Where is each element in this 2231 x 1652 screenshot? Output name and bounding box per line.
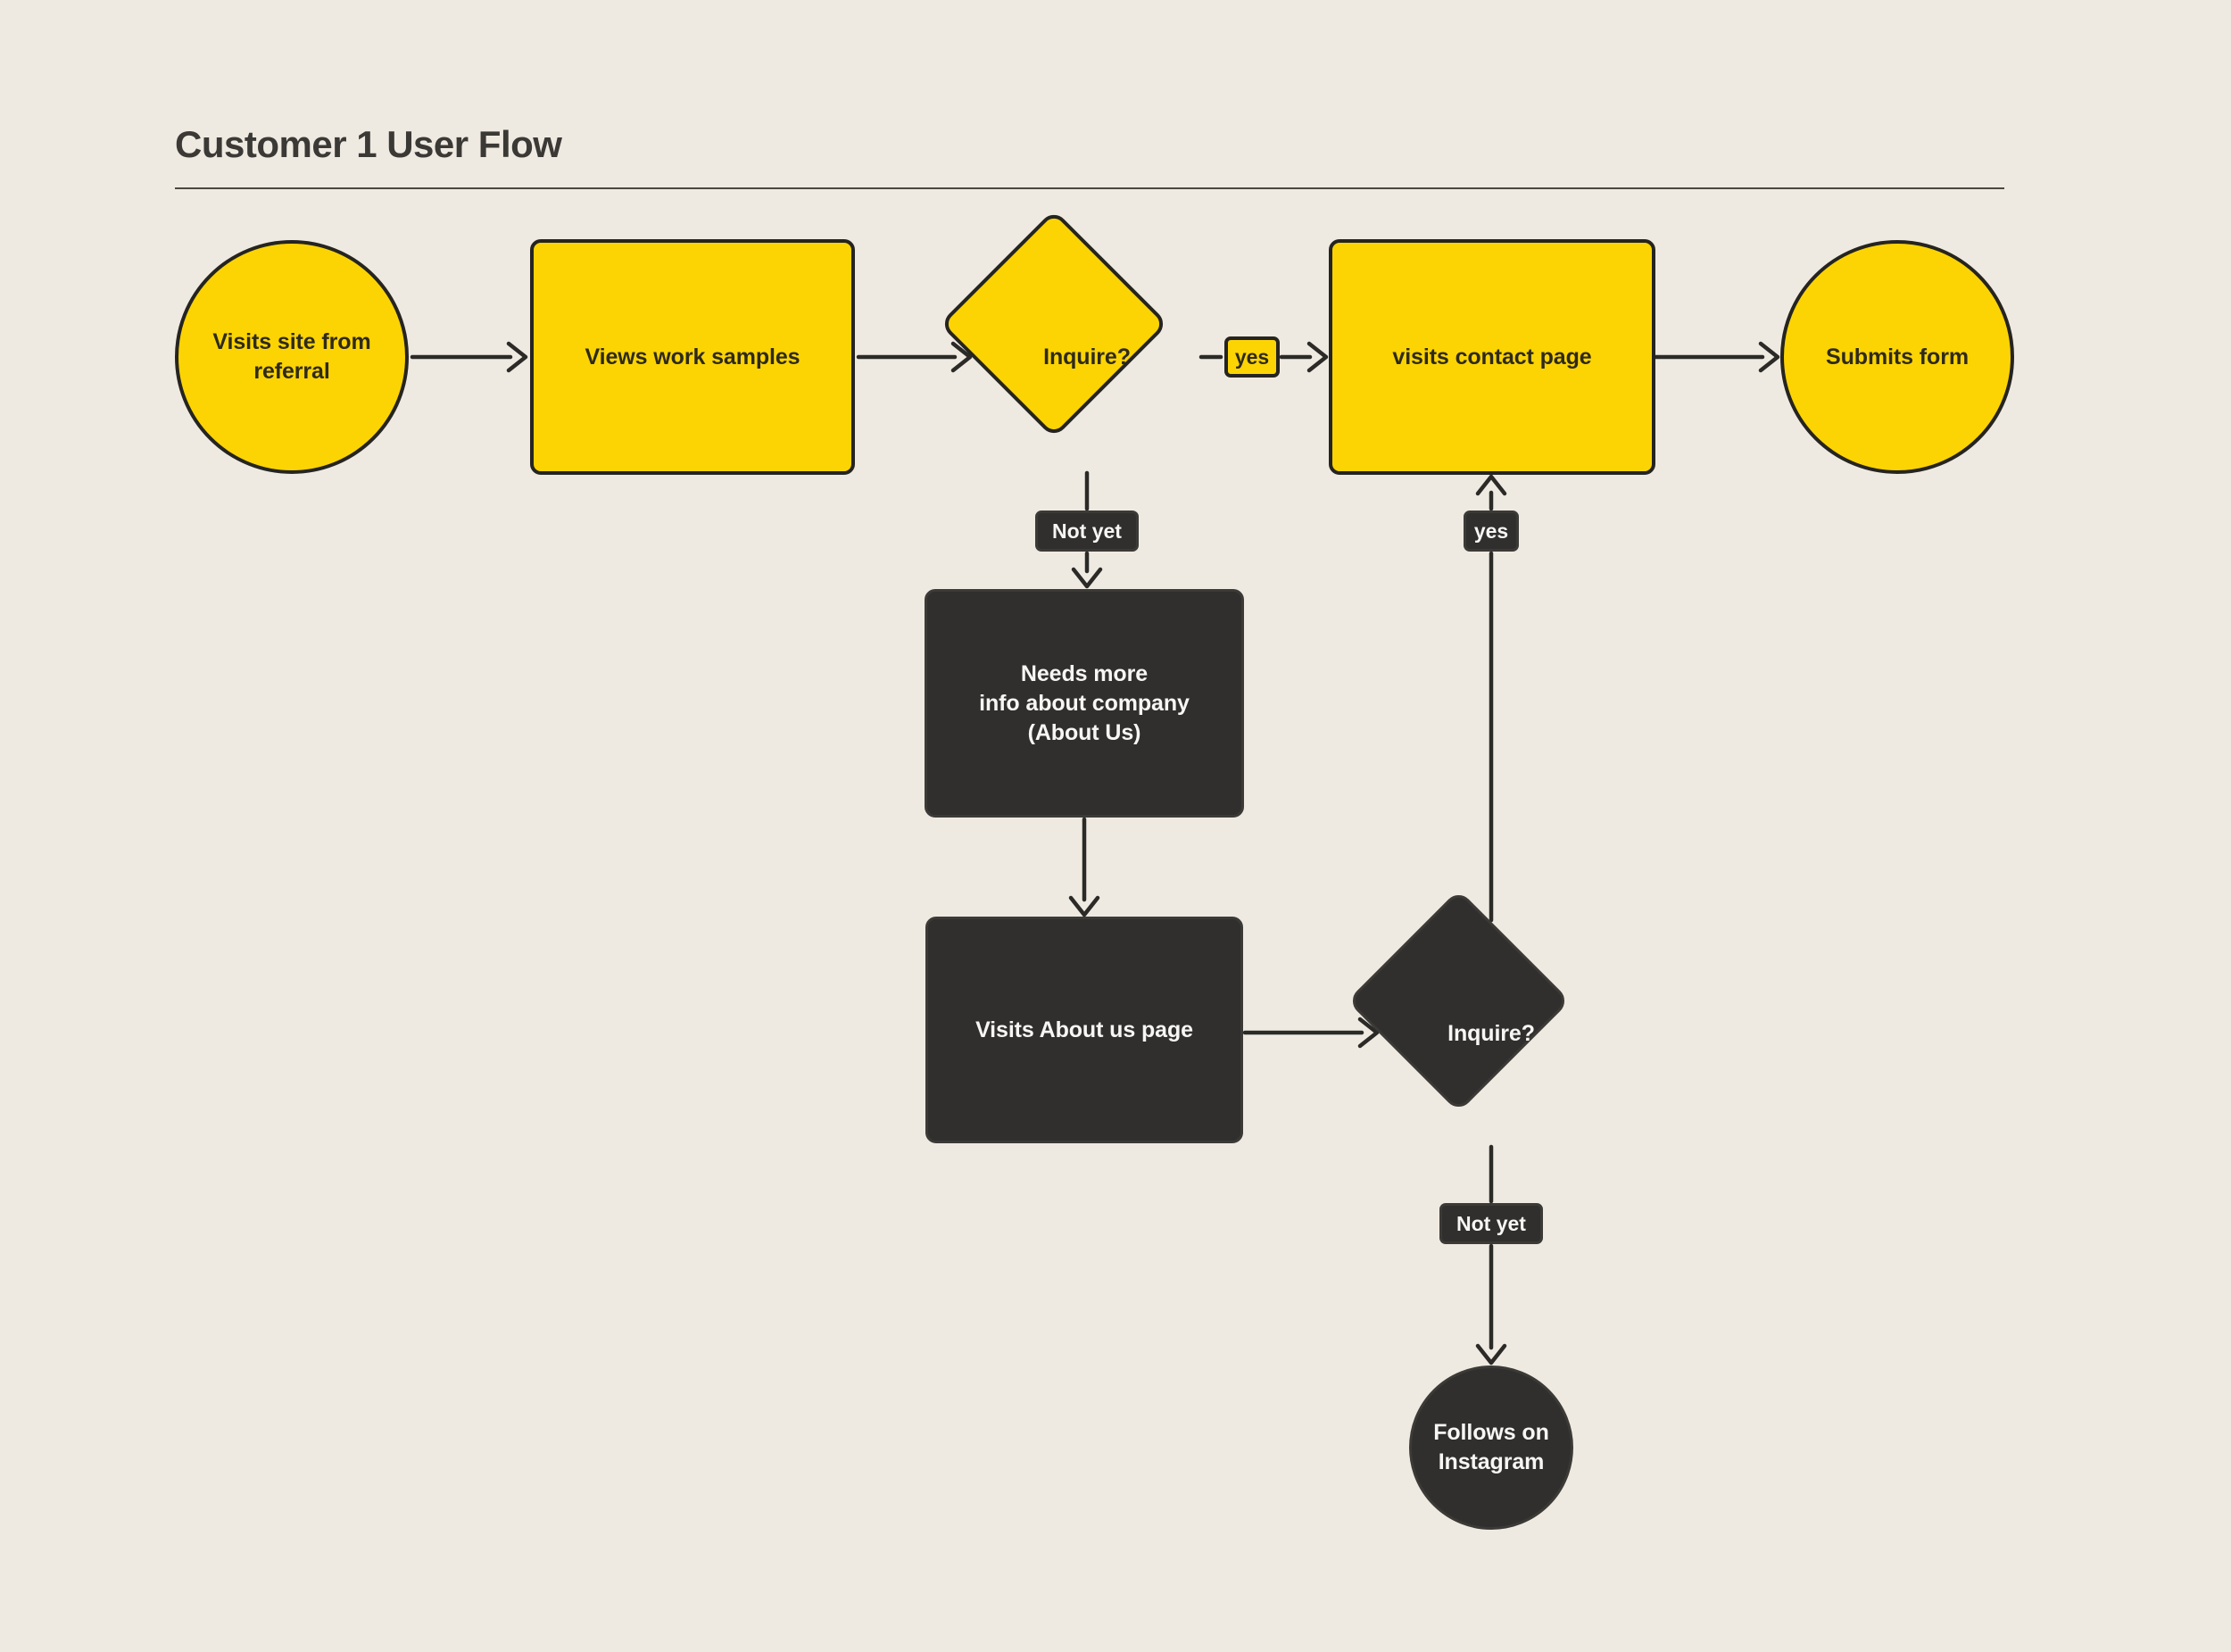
node-visits-contact-page[interactable]: visits contact page bbox=[1329, 239, 1655, 475]
connector-aboutus-to-inquire2 bbox=[1242, 1017, 1380, 1049]
node-label: Needs more info about company (About Us) bbox=[979, 660, 1190, 745]
edge-label-text: yes bbox=[1473, 519, 1509, 543]
connector-yes1-to-contact bbox=[1279, 341, 1329, 373]
node-label: Inquire? bbox=[1447, 1020, 1535, 1046]
node-label: Submits form bbox=[1826, 344, 1969, 369]
node-inquire-decision-2[interactable]: Inquire? bbox=[1347, 889, 1603, 1145]
node-follows-on-instagram[interactable]: Follows on Instagram bbox=[1409, 1366, 1573, 1530]
node-label: Follows on Instagram bbox=[1433, 1420, 1549, 1474]
connector-start-to-views bbox=[410, 341, 528, 373]
connector-needsinfo-to-aboutus bbox=[1068, 817, 1100, 917]
connector-notyet2-to-instagram bbox=[1475, 1243, 1507, 1366]
connector-notyet1-to-needsinfo bbox=[1071, 551, 1103, 589]
connector-contact-to-submit bbox=[1653, 341, 1780, 373]
node-visits-site-from-referral[interactable]: Visits site from referral bbox=[175, 240, 409, 474]
node-label: Visits site from referral bbox=[212, 329, 371, 384]
node-label: Inquire? bbox=[1043, 344, 1131, 369]
connector-views-to-inquire1 bbox=[856, 341, 973, 373]
edge-label-text: Not yet bbox=[1456, 1211, 1526, 1235]
node-label: visits contact page bbox=[1392, 344, 1592, 369]
edge-label-yes-2[interactable]: yes bbox=[1464, 511, 1519, 552]
node-visits-about-us-page[interactable]: Visits About us page bbox=[925, 917, 1243, 1143]
page-title: Customer 1 User Flow bbox=[175, 123, 562, 165]
title-divider bbox=[175, 187, 2004, 189]
node-submits-form[interactable]: Submits form bbox=[1780, 240, 2014, 474]
edge-label-yes-1[interactable]: yes bbox=[1224, 336, 1280, 378]
node-views-work-samples[interactable]: Views work samples bbox=[530, 239, 855, 475]
edge-label-not-yet-1[interactable]: Not yet bbox=[1035, 511, 1139, 552]
node-needs-more-info[interactable]: Needs more info about company (About Us) bbox=[925, 589, 1244, 818]
node-label: Views work samples bbox=[585, 344, 800, 369]
edge-label-text: yes bbox=[1234, 345, 1270, 369]
node-label: Visits About us page bbox=[975, 1017, 1193, 1042]
node-inquire-decision-1[interactable]: Inquire? bbox=[939, 209, 1201, 471]
edge-label-not-yet-2[interactable]: Not yet bbox=[1439, 1203, 1543, 1244]
edge-label-text: Not yet bbox=[1052, 519, 1122, 543]
connector-yes2-to-contact bbox=[1475, 474, 1507, 511]
